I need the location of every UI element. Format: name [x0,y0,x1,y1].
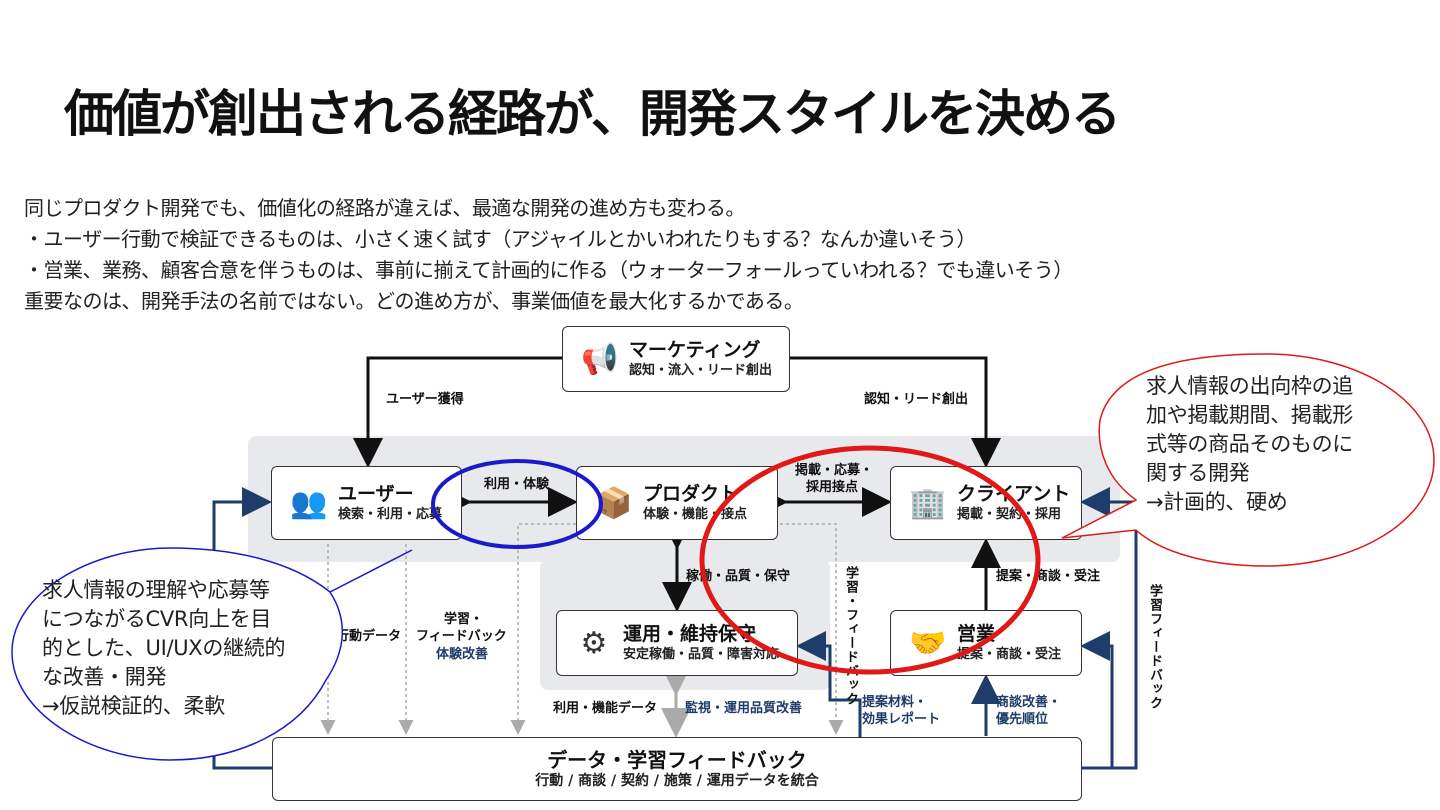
right-note-line: 求人情報の出向枠の追 [1146,374,1353,398]
client-sub: 掲載・契約・採用 [957,507,1062,522]
intro-line: 同じプロダクト開発でも、価値化の経路が違えば、最適な開発の進め方も変わる。 [24,196,745,220]
marketing-node: 📢 マーケティング 認知・流入・リード創出 [562,326,790,392]
red-highlight-ellipse [699,445,1041,675]
right-note-line: 関する開発 [1146,461,1250,485]
edge-label-proposal-material-1: 提案材料・ [862,695,928,710]
edge-label-learning-1: 学習・ [444,612,484,627]
left-note-line: な改善・開発 [42,665,167,689]
ops-sub: 安定稼働・品質・障害対応 [623,647,780,662]
user-node: 👥 ユーザー 検索・利用・応募 [271,466,462,540]
ops-title: 運用・維持保守 [623,623,757,645]
marketing-sub: 認知・流入・リード創出 [629,363,773,378]
client-title: クライアント [957,483,1071,505]
edge-label-learning-2: フィードバック [416,629,507,644]
user-sub: 検索・利用・応募 [338,507,443,522]
edge-label-proposal-material-2: 効果レポート [862,712,941,727]
right-note-line: 式等の商品そのものに [1146,432,1353,456]
gear-icon: ⚙ [580,625,608,661]
left-note-line: につながるCVR向上を目 [42,607,272,631]
marketing-title: マーケティング [629,339,761,361]
edge-label-use-experience: 利用・体験 [484,477,550,492]
edge-label-post-apply: 掲載・応募・ [795,463,874,478]
data-title: データ・学習フィードバック [547,748,807,772]
left-note-line: 求人情報の理解や応募等 [42,578,270,602]
right-note-line: →計画的、硬め [1146,490,1288,514]
product-node: 📦 プロダクト 体験・機能・接点 [576,466,778,540]
right-note-line: 加や掲載期間、掲載形 [1146,403,1353,427]
edge-label-operation-quality: 稼働・品質・保守 [686,569,791,584]
intro-text: 同じプロダクト開発でも、価値化の経路が違えば、最適な開発の進め方も変わる。 ・ユ… [24,193,1073,317]
users-icon: 👥 [290,485,328,521]
right-note: 求人情報の出向枠の追 加や掲載期間、掲載形 式等の商品そのものに 関する開発 →… [1146,372,1353,517]
page-title: 価値が創出される経路が、開発スタイルを決める [64,85,1121,143]
edge-label-behavior-data: 行動データ [336,629,402,644]
product-title: プロダクト [643,483,739,505]
edge-label-experience-improve: 体験改善 [436,647,489,662]
client-node: 🏢 クライアント 掲載・契約・採用 [890,466,1082,540]
data-node: データ・学習フィードバック 行動 / 商談 / 契約 / 施策 / 運用データを… [272,737,1082,801]
intro-line: ・ユーザー行動で検証できるものは、小さく速く試す（アジャイルとかいわれたりもする… [24,227,976,251]
intro-line: 重要なのは、開発手法の名前ではない。どの進め方が、事業価値を最大化するかである。 [24,289,804,313]
edge-label-proposal-deal: 提案・商談・受注 [996,569,1101,584]
blue-speech-balloon [11,547,413,761]
edge-label-awareness-lead: 認知・リード創出 [864,392,969,407]
user-title: ユーザー [338,483,414,505]
red-speech-balloon [1061,353,1435,567]
edge-label-deal-improve-2: 優先順位 [996,712,1049,727]
edge-label-hire-touch: 採用接点 [806,480,859,495]
handshake-icon: 🤝 [909,625,947,661]
building-icon: 🏢 [909,485,947,521]
blue-highlight-ellipse [431,459,603,549]
left-note-line: 的とした、UI/UXの継続的 [42,636,286,660]
sales-sub: 提案・商談・受注 [957,647,1062,662]
left-note-line: →仮説検証的、柔軟 [42,694,225,718]
data-sub: 行動 / 商談 / 契約 / 施策 / 運用データを統合 [535,773,819,789]
edge-label-user-acquisition: ユーザー獲得 [386,392,464,407]
megaphone-icon: 📢 [581,341,619,377]
edge-label-deal-improve-1: 商談改善・ [996,695,1062,710]
left-note: 求人情報の理解や応募等 につながるCVR向上を目 的とした、UI/UXの継続的 … [42,576,286,721]
edge-label-learning-right: 学習フィードバック [1147,584,1162,710]
edge-label-usage-data: 利用・機能データ [553,701,658,716]
edge-label-monitor-improve: 監視・運用品質改善 [685,701,803,716]
intro-line: ・営業、業務、顧客合意を伴うものは、事前に揃えて計画的に作る（ウォーターフォール… [24,258,1073,282]
